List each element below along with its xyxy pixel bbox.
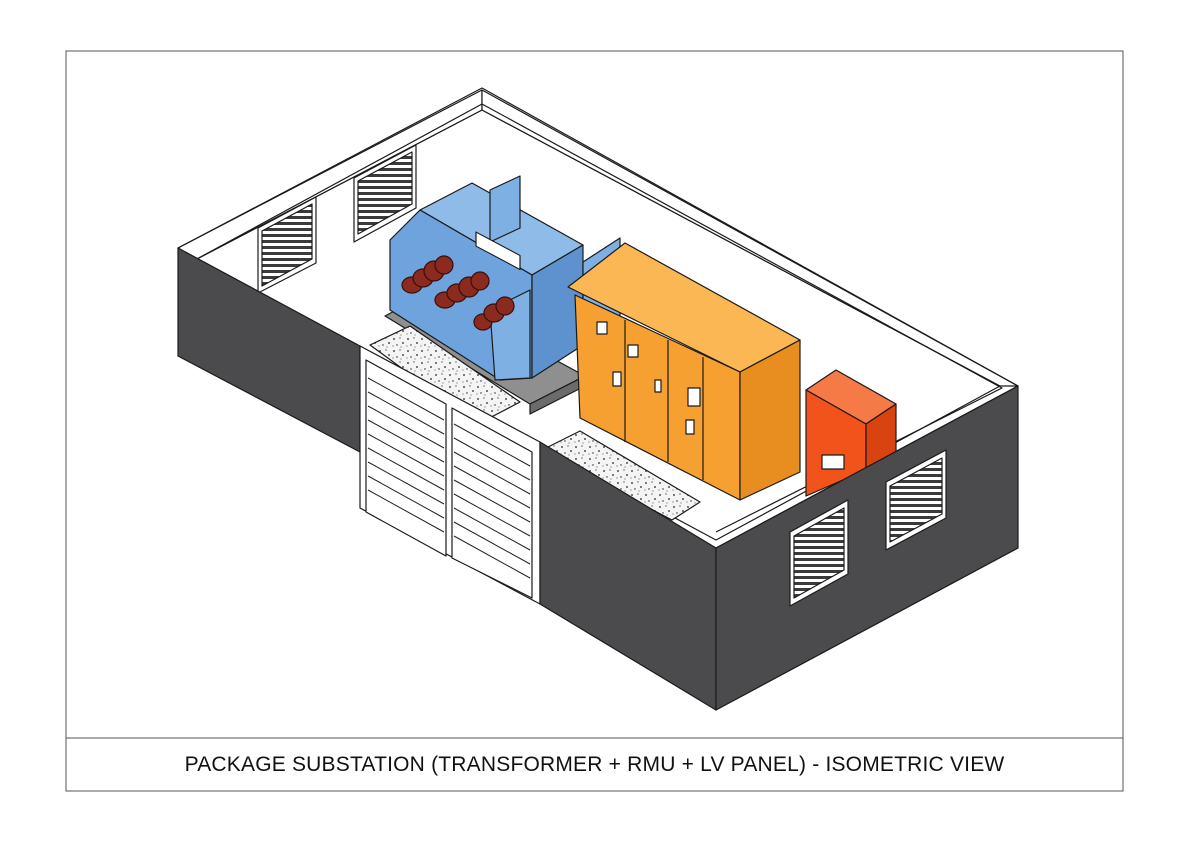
rmu-window (596, 321, 608, 335)
lv-meter (821, 454, 845, 470)
louvre-vent-icon (789, 499, 849, 607)
rmu-handle (685, 419, 695, 435)
louvre-vent-icon (257, 196, 317, 294)
nameplate (475, 231, 521, 271)
door-louvre-icon (365, 359, 533, 599)
drawing-border (65, 50, 1124, 792)
rmu-switchgear (567, 242, 801, 501)
rmu-handle (612, 371, 622, 387)
louvre-vent-icon (353, 144, 417, 243)
rmu-right (739, 339, 801, 501)
hv-bushing-icon (434, 271, 490, 309)
rmu-window (687, 387, 701, 407)
substation-building (177, 87, 1019, 711)
drawing-caption: PACKAGE SUBSTATION (TRANSFORMER + RMU + … (184, 752, 1005, 776)
rmu-window (627, 344, 639, 358)
lv-panel (805, 369, 897, 497)
transformer-fin-back (489, 175, 521, 243)
hv-bushing-icon (401, 255, 454, 294)
louvre-vent-icon (885, 449, 947, 551)
rmu-handle (654, 379, 662, 393)
hv-bushing-icon (473, 296, 515, 331)
